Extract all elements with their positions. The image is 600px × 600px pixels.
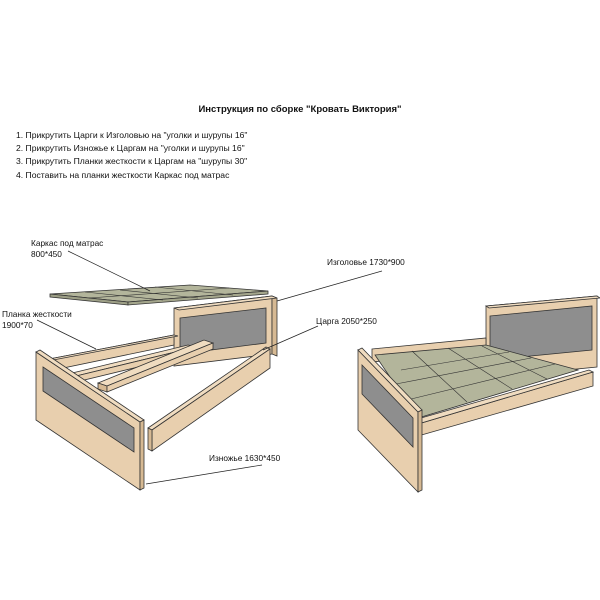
leader-lines bbox=[36, 250, 383, 485]
leader-side-rail bbox=[262, 325, 319, 351]
stiffener-plank-2 bbox=[96, 339, 215, 393]
footboard-exploded bbox=[35, 349, 145, 491]
step-1: 1. Прикрутить Царги к Изголовью на "угол… bbox=[16, 130, 248, 140]
mattress-frame-exploded bbox=[49, 284, 269, 306]
label-mattress-frame: Каркас под матрас 800*450 bbox=[31, 238, 103, 259]
assembly-steps: 1. Прикрутить Царги к Изголовью на "угол… bbox=[16, 129, 247, 182]
leader-footboard bbox=[145, 464, 263, 485]
label-headboard: Изголовье 1730*900 bbox=[327, 257, 405, 267]
label-side-rail: Царга 2050*250 bbox=[316, 316, 377, 326]
leader-stiffener bbox=[36, 319, 97, 350]
assembled-bed bbox=[357, 295, 600, 493]
step-3: 3. Прикрутить Планки жесткости к Царгам … bbox=[16, 156, 248, 167]
step-4: 4. Поставить на планки жесткости Каркас … bbox=[16, 169, 230, 180]
label-stiffener-size: 1900*70 bbox=[2, 319, 33, 330]
side-rail-near-exploded bbox=[147, 346, 271, 452]
side-rail-far-exploded bbox=[43, 334, 179, 373]
label-mattress-frame-name: Каркас под матрас bbox=[31, 238, 104, 248]
leader-mattress-frame bbox=[67, 250, 151, 292]
label-mattress-frame-size: 800*450 bbox=[31, 248, 62, 259]
instruction-title: Инструкция по сборке "Кровать Виктория" bbox=[198, 104, 402, 115]
label-footboard: Изножье 1630*450 bbox=[209, 453, 281, 463]
label-stiffener-name: Планка жесткости bbox=[2, 309, 72, 319]
step-2: 2. Прикрутить Изножье к Царгам на "уголк… bbox=[16, 143, 245, 154]
label-stiffener: Планка жесткости 1900*70 bbox=[2, 309, 72, 330]
leader-headboard bbox=[276, 270, 383, 302]
